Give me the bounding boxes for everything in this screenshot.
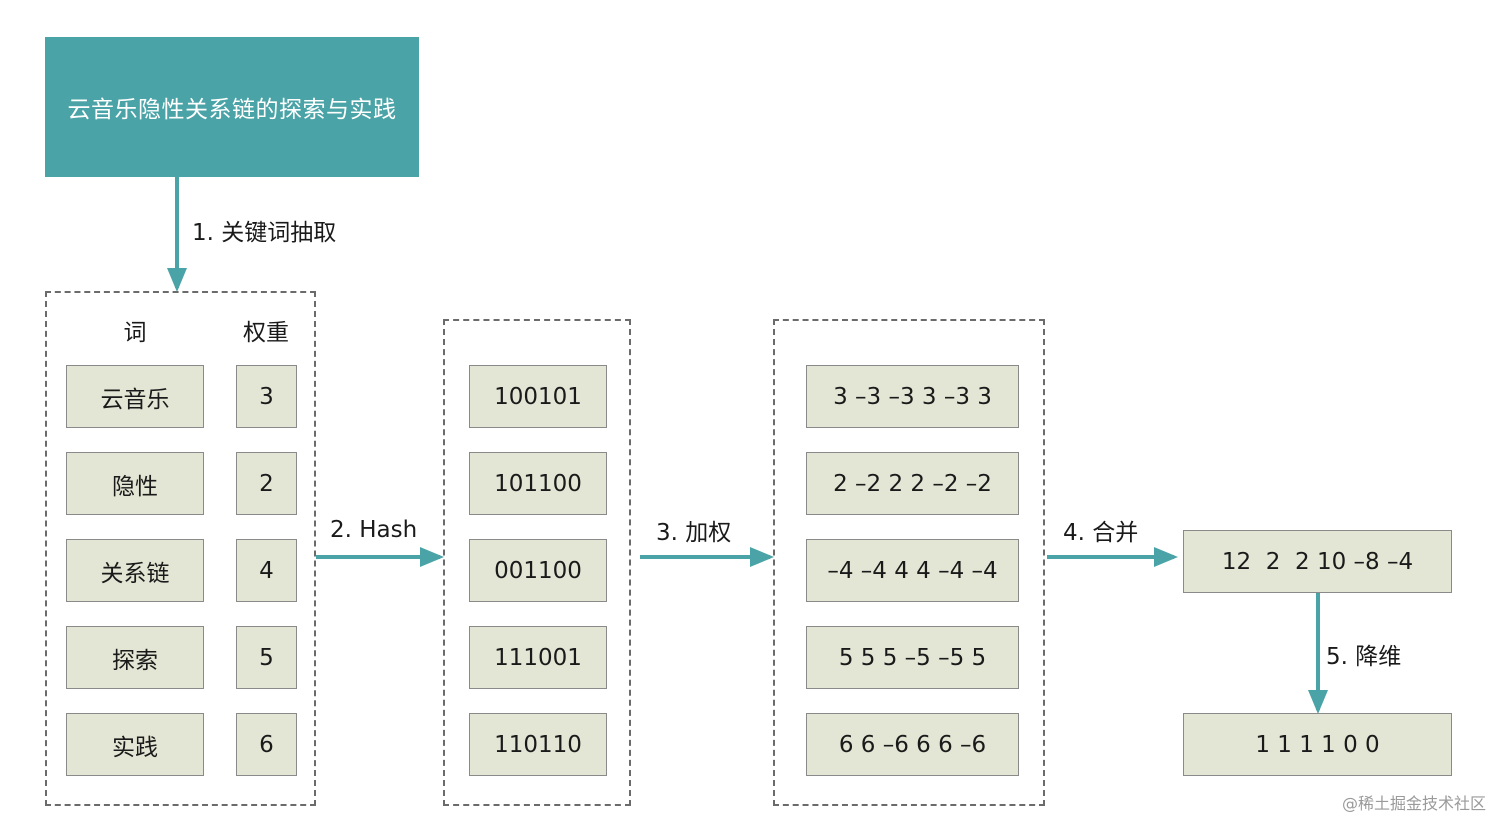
title-box: 云音乐隐性关系链的探索与实践: [45, 37, 419, 177]
weight-cell: 2: [236, 452, 297, 515]
step2-label: 2. Hash: [330, 517, 418, 543]
weighted-cell: –4 –4 4 4 –4 –4: [806, 539, 1019, 602]
step1-label: 1. 关键词抽取: [192, 220, 337, 246]
step3-label: 3. 加权: [656, 520, 732, 546]
word-cell: 隐性: [66, 452, 204, 515]
weight-cell: 4: [236, 539, 297, 602]
weighted-cell: 6 6 –6 6 6 –6: [806, 713, 1019, 776]
word-cell: 云音乐: [66, 365, 204, 428]
step5-label: 5. 降维: [1326, 644, 1402, 670]
weight-header: 权重: [243, 320, 289, 346]
hash-cell: 001100: [469, 539, 607, 602]
watermark: @稀土掘金技术社区: [1341, 794, 1486, 813]
weighted-cell: 5 5 5 –5 –5 5: [806, 626, 1019, 689]
weight-cell: 6: [236, 713, 297, 776]
hash-cell: 101100: [469, 452, 607, 515]
hash-cell: 100101: [469, 365, 607, 428]
hash-cell: 111001: [469, 626, 607, 689]
keyword-group: [45, 291, 316, 806]
weighted-cell: 2 –2 2 2 –2 –2: [806, 452, 1019, 515]
word-cell: 关系链: [66, 539, 204, 602]
weight-cell: 3: [236, 365, 297, 428]
word-header: 词: [123, 320, 147, 346]
hash-group: [443, 319, 631, 806]
merged-cell: 12 2 2 10 –8 –4: [1183, 530, 1452, 593]
word-cell: 探索: [66, 626, 204, 689]
reduced-cell: 1 1 1 1 0 0: [1183, 713, 1452, 776]
word-cell: 实践: [66, 713, 204, 776]
weighted-cell: 3 –3 –3 3 –3 3: [806, 365, 1019, 428]
hash-cell: 110110: [469, 713, 607, 776]
step4-label: 4. 合并: [1063, 520, 1139, 546]
weighted-group: [773, 319, 1045, 806]
weight-cell: 5: [236, 626, 297, 689]
title-text: 云音乐隐性关系链的探索与实践: [67, 97, 397, 123]
